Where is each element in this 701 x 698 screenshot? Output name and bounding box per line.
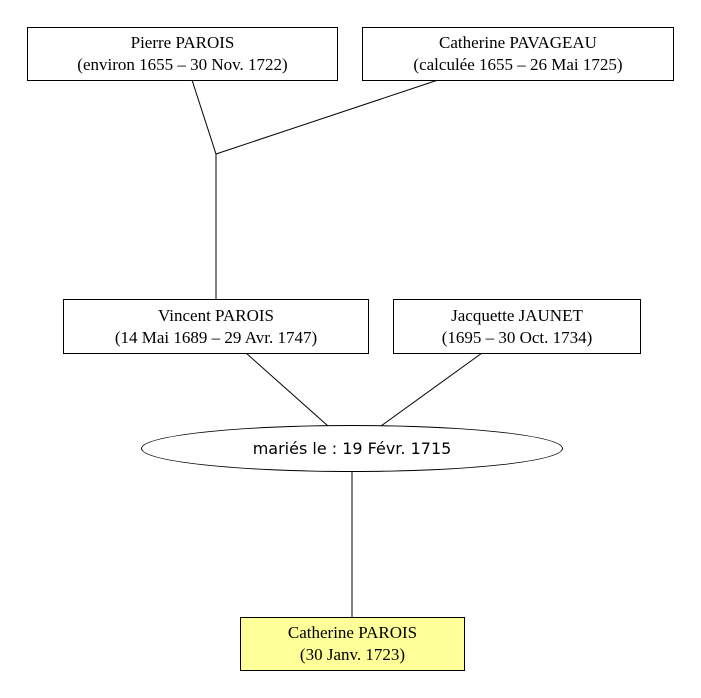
edge-catherine-pavageau-to-couple [215,79,439,155]
person-pierre-parois[interactable]: Pierre PAROIS (environ 1655 – 30 Nov. 17… [27,27,338,81]
edge-pierre-to-couple [191,79,217,155]
person-name: Jacquette JAUNET [451,305,583,325]
person-dates: (calculée 1655 – 26 Mai 1725) [413,55,623,74]
marriage-label: mariés le : 19 Févr. 1715 [252,439,452,458]
marriage-ellipse[interactable]: mariés le : 19 Févr. 1715 [141,425,563,472]
person-dates: (environ 1655 – 30 Nov. 1722) [77,55,288,74]
person-vincent-parois[interactable]: Vincent PAROIS (14 Mai 1689 – 29 Avr. 17… [63,299,369,354]
person-dates: (14 Mai 1689 – 29 Avr. 1747) [114,327,318,347]
person-dates: (1695 – 30 Oct. 1734) [441,327,593,347]
person-name: Vincent PAROIS [158,305,274,325]
person-catherine-parois[interactable]: Catherine PAROIS (30 Janv. 1723) [240,617,465,671]
person-name: Catherine PAVAGEAU [439,33,597,52]
person-dates: (30 Janv. 1723) [299,645,406,664]
edge-jacquette-to-marriage [380,352,483,427]
person-name: Catherine PAROIS [287,623,418,642]
person-jacquette-jaunet[interactable]: Jacquette JAUNET (1695 – 30 Oct. 1734) [393,299,641,354]
person-catherine-pavageau[interactable]: Catherine PAVAGEAU (calculée 1655 – 26 M… [362,27,674,81]
person-name: Pierre PAROIS [130,33,235,52]
edge-vincent-to-marriage [245,352,329,427]
